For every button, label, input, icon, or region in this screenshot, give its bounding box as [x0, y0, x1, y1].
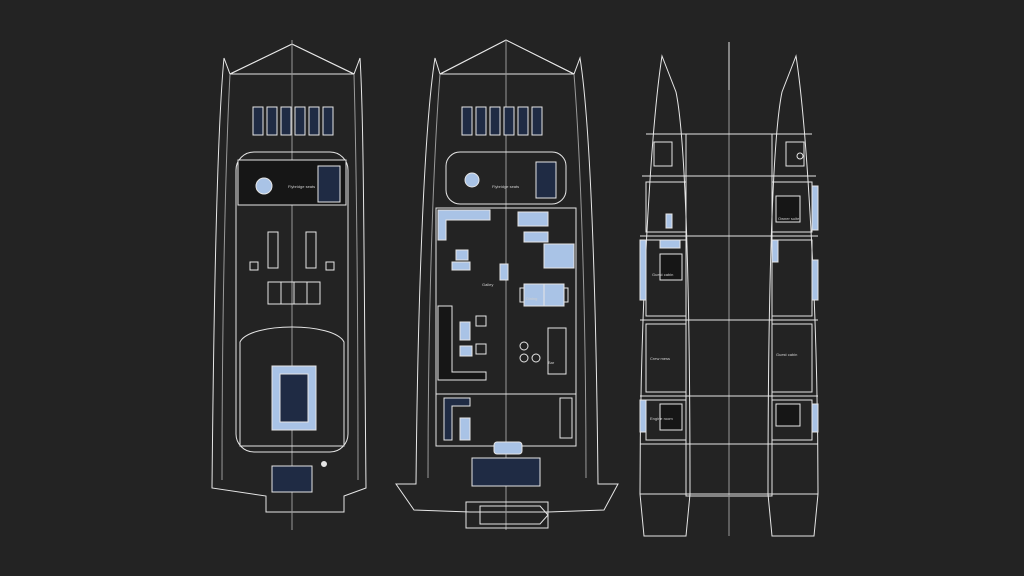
main-deck-label-2: Dining [526, 296, 537, 301]
upper-deck-jacuzzi [255, 177, 273, 195]
main-deck-cockpit [435, 393, 577, 447]
upper-deck-plan [211, 40, 367, 530]
main-deck-label-1: Galley [482, 282, 493, 287]
lower-deck-label-4: Crew mess [650, 356, 670, 361]
main-deck-bow-lines [439, 39, 575, 80]
main-deck-fore-sofa [437, 209, 491, 241]
main-deck-label-0: Flybridge seats [492, 184, 519, 189]
upper-deck-inner-hull [221, 73, 359, 481]
lower-deck-label-3: Guest cabin [776, 352, 797, 357]
main-deck-label-3: Bar [548, 360, 555, 365]
upper-deck-label-1: Flybridge seats [288, 184, 315, 189]
upper-deck-solar-panels [252, 106, 334, 136]
main-deck-dining-table [519, 283, 569, 307]
main-deck-plan: Galley Dining Bar [395, 39, 619, 530]
upper-deck-transom-panels [271, 465, 313, 493]
lower-deck-stbd-hull [767, 54, 819, 537]
lower-deck-label-2: Owner suite [778, 216, 800, 221]
main-deck-aft-sofa [471, 457, 541, 487]
lower-deck-frames [640, 133, 818, 495]
lower-deck-stbd-cabins [771, 141, 819, 441]
upper-deck-hull-outline [211, 43, 367, 513]
lower-deck-label-5: Engine room [650, 416, 673, 421]
upper-deck-loungers [249, 231, 335, 305]
main-deck-solar-panels [461, 106, 543, 136]
upper-deck-sunpad [317, 165, 341, 203]
lower-deck-plan: Guest cabin Owner suite Guest cabin Crew… [639, 42, 819, 537]
lower-deck-port-cabins [639, 141, 687, 441]
main-deck-fore-deck [445, 151, 567, 205]
main-deck-tender [465, 501, 549, 529]
main-deck-hull-outline [395, 39, 619, 513]
main-deck-inner-hull [427, 73, 587, 479]
upper-deck-aft-area [239, 326, 345, 447]
upper-deck-superstructure [235, 151, 349, 453]
lower-deck-label-1: Guest cabin [652, 272, 673, 277]
main-deck-lounge-sofa [437, 305, 487, 381]
lower-deck-port-hull [639, 54, 691, 537]
main-deck-bar-counter [547, 327, 567, 375]
